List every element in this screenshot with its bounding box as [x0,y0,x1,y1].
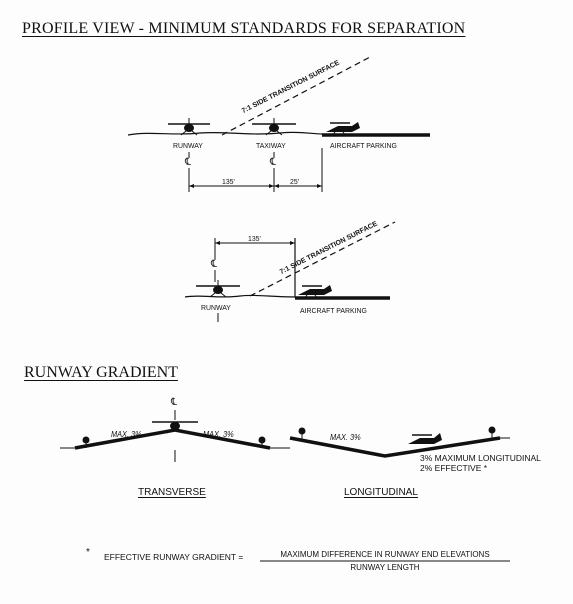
top-runway-label: RUNWAY [173,141,203,150]
profile-title: PROFILE VIEW - MINIMUM STANDARDS FOR SEP… [22,20,466,37]
top-dimension-135: 135' [222,177,235,186]
parked-aircraft-icon [326,122,360,136]
transverse-label: TRANSVERSE [138,487,206,498]
top-taxiway-label: TAXIWAY [256,141,286,150]
tree-icon [82,436,90,448]
bottom-runway-label: RUNWAY [201,303,231,312]
tree-icon [488,426,496,438]
taxiway-aircraft-icon [252,118,296,136]
footnote-lhs: EFFECTIVE RUNWAY GRADIENT = [104,552,244,562]
top-ground-line [127,131,323,136]
longitudinal-slope: MAX. 3% [330,433,361,442]
bottom-centerline: ℄ [211,259,217,270]
footnote-denominator: RUNWAY LENGTH [350,563,420,572]
gradient-title: RUNWAY GRADIENT [24,364,178,381]
tree-icon [258,436,266,448]
top-transition-line [221,55,373,136]
top-centerline-2: ℄ [270,157,276,168]
bottom-runway-aircraft-icon [196,280,240,298]
tree-icon [298,427,306,439]
footnote-numerator: MAXIMUM DIFFERENCE IN RUNWAY END ELEVATI… [280,550,490,559]
longitudinal-aircraft-icon [408,433,442,444]
top-parking-label: AIRCRAFT PARKING [330,141,397,150]
longitudinal-profile [289,436,501,458]
longitudinal-label: LONGITUDINAL [344,487,418,498]
longitudinal-note-2: 2% EFFECTIVE * [420,463,488,473]
bottom-ground-line [184,294,296,298]
transverse-aircraft-icon [152,421,198,434]
top-dimension-25: 25' [290,177,299,186]
top-centerline-1: ℄ [185,157,191,168]
bottom-parking-label: AIRCRAFT PARKING [300,306,367,315]
bottom-transition-line [249,221,396,297]
longitudinal-note-1: 3% MAXIMUM LONGITUDINAL [420,453,541,463]
runway-aircraft-icon [168,118,210,136]
transverse-crown [74,428,271,450]
transverse-left-slope: MAX. 3% [111,430,142,439]
transverse-right-slope: MAX. 3% [203,430,234,439]
footnote-asterisk: * [86,547,90,558]
bottom-parked-aircraft-icon [298,285,332,299]
bottom-dimension-135: 135' [248,234,261,243]
transverse-centerline: ℄ [171,397,177,408]
